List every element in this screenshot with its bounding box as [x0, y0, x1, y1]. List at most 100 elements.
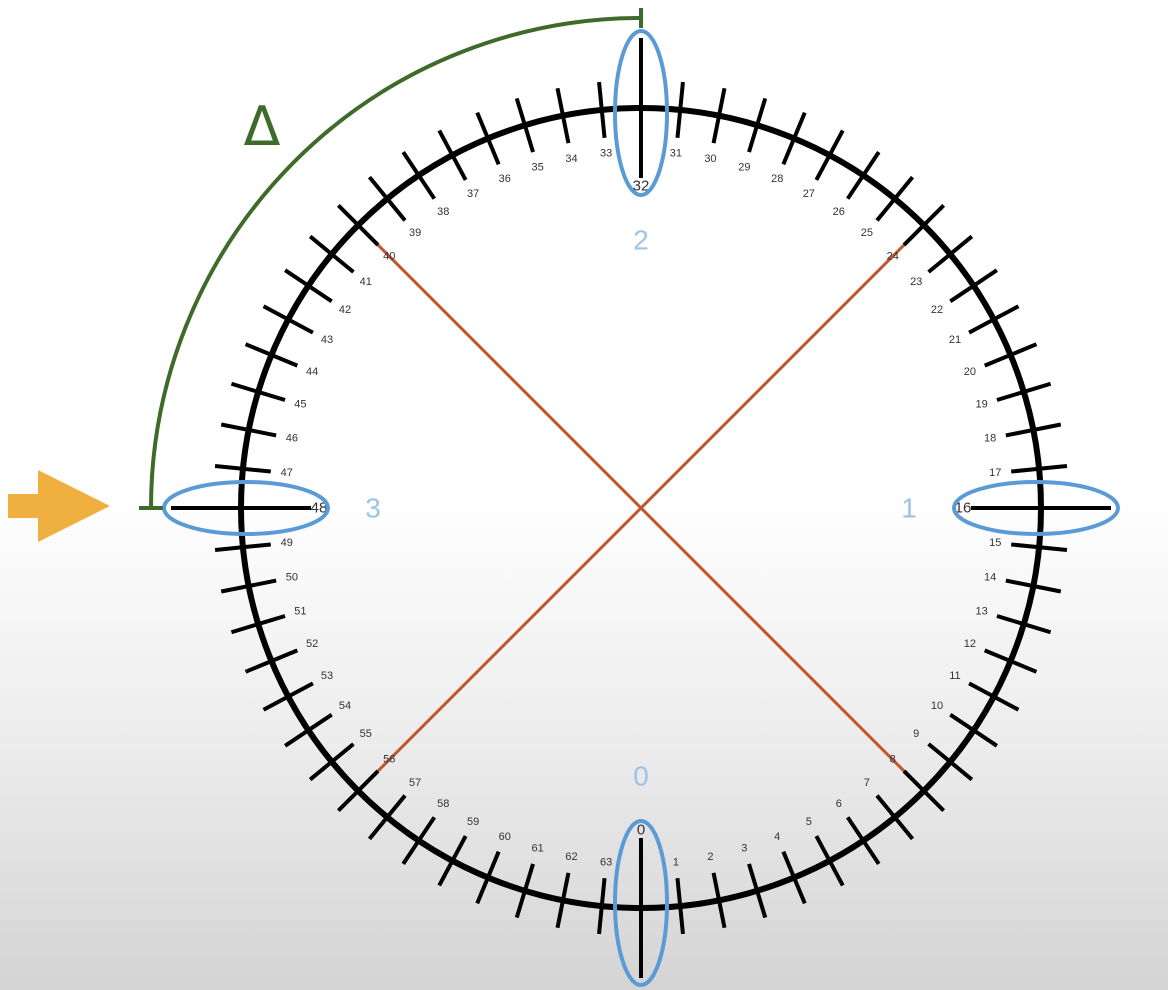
ring-tick	[1011, 464, 1068, 474]
ring-tick	[244, 342, 299, 368]
ring-tick	[902, 203, 946, 247]
ring-tick	[367, 794, 407, 841]
ring-tick-label: 19	[976, 399, 988, 411]
ring-tick	[230, 381, 286, 402]
ring-tick-label: 50	[286, 571, 298, 583]
ring-tick	[401, 816, 436, 865]
ring-tick-label: 7	[864, 777, 870, 789]
ring-tick	[996, 381, 1052, 402]
ring-tick-label: 3	[741, 843, 747, 855]
ring-tick	[902, 769, 946, 813]
ring-tick	[437, 129, 468, 181]
ring-tick-label: 47	[281, 467, 293, 479]
ring-tick	[262, 681, 314, 712]
ring-tick-label: 12	[964, 638, 976, 650]
ring-tick-label: 62	[565, 851, 577, 863]
ring-tick	[284, 713, 333, 748]
ring-tick	[875, 175, 915, 222]
ring-tick-label: 36	[499, 173, 511, 185]
ring-tick	[555, 87, 571, 144]
ring-tick	[514, 863, 535, 919]
ring-tick-label: 26	[833, 206, 845, 218]
ring-tick-label: 56	[383, 754, 395, 766]
highlight-ellipse	[952, 480, 1120, 536]
ring-tick	[262, 304, 314, 335]
ring-tick-label: 45	[294, 399, 306, 411]
ring-tick-label: 57	[409, 777, 421, 789]
ring-tick-label: 52	[306, 638, 318, 650]
ring-tick	[675, 81, 685, 138]
ring-tick	[230, 614, 286, 635]
quadrant-label: 3	[365, 493, 381, 524]
ring-tick	[875, 794, 915, 841]
ring-tick	[814, 129, 845, 181]
ring-tick	[747, 97, 768, 153]
ring-tick	[284, 268, 333, 303]
ring-tick	[711, 87, 727, 144]
ring-tick-label: 23	[910, 276, 922, 288]
ring-tick	[514, 97, 535, 153]
ring-tick-label: 15	[989, 537, 1001, 549]
ring-tick-label: 41	[360, 276, 372, 288]
ring-tick	[367, 175, 407, 222]
ring-tick	[214, 542, 271, 552]
ring-tick	[1005, 422, 1062, 438]
highlight-ellipse	[613, 819, 669, 987]
ring-tick	[846, 816, 881, 865]
ring-tick-label: 48	[311, 500, 328, 517]
ring-tick	[846, 151, 881, 200]
ring-tick-label: 1	[673, 856, 679, 868]
ring-tick-label: 51	[294, 605, 306, 617]
ring-tick-label: 32	[633, 178, 650, 195]
ring-tick-label: 31	[670, 148, 682, 160]
ring-tick-label: 10	[931, 700, 943, 712]
ring-tick-label: 2	[707, 851, 713, 863]
ring-tick	[968, 304, 1020, 335]
ring-tick-label: 18	[984, 433, 996, 445]
ring-tick	[747, 863, 768, 919]
delta-arc	[149, 16, 642, 509]
quadrant-label: 2	[633, 225, 649, 256]
ring-tick-label: 33	[600, 148, 612, 160]
ring-tick	[983, 648, 1038, 674]
ring-tick	[927, 742, 974, 782]
ring-tick-label: 61	[532, 843, 544, 855]
ring-tick	[949, 268, 998, 303]
ring-tick-label: 35	[532, 161, 544, 173]
ring-tick-label: 20	[964, 366, 976, 378]
ring-tick	[597, 878, 607, 935]
ring-tick	[437, 835, 468, 887]
ring-ticks	[171, 38, 1111, 978]
ring-tick	[220, 578, 277, 594]
ring-tick	[308, 742, 355, 782]
ring-tick-label: 39	[409, 227, 421, 239]
ring-tick-label: 28	[771, 173, 783, 185]
ring-tick	[244, 648, 299, 674]
ring-tick-label: 60	[499, 831, 511, 843]
ring-tick-label: 42	[339, 304, 351, 316]
ring-tick	[555, 872, 571, 929]
ring-tick-label: 25	[861, 227, 873, 239]
ring-tick	[214, 464, 271, 474]
ring-tick-label: 8	[890, 754, 896, 766]
ring-tick-label: 29	[738, 161, 750, 173]
ring-tick-label: 58	[437, 798, 449, 810]
ring-tick-label: 59	[467, 816, 479, 828]
ring-tick-label: 5	[806, 816, 812, 828]
quadrant-label: 1	[901, 493, 917, 524]
ring-tick-label: 11	[949, 670, 960, 682]
ring-tick-label: 0	[637, 822, 645, 839]
ring-tick	[475, 111, 501, 166]
ring-tick-label: 55	[360, 728, 372, 740]
delta-arc-group: Δ	[139, 8, 643, 510]
ring-tick	[968, 681, 1020, 712]
ring-tick-label: 27	[803, 188, 815, 200]
ring-tick-label: 63	[600, 856, 612, 868]
quadrant-divider-line	[339, 206, 943, 810]
ring-tick-label: 17	[989, 467, 1001, 479]
highlighted-ticks	[162, 29, 1120, 987]
ring-tick	[983, 342, 1038, 368]
ring-tick-label: 37	[467, 188, 479, 200]
